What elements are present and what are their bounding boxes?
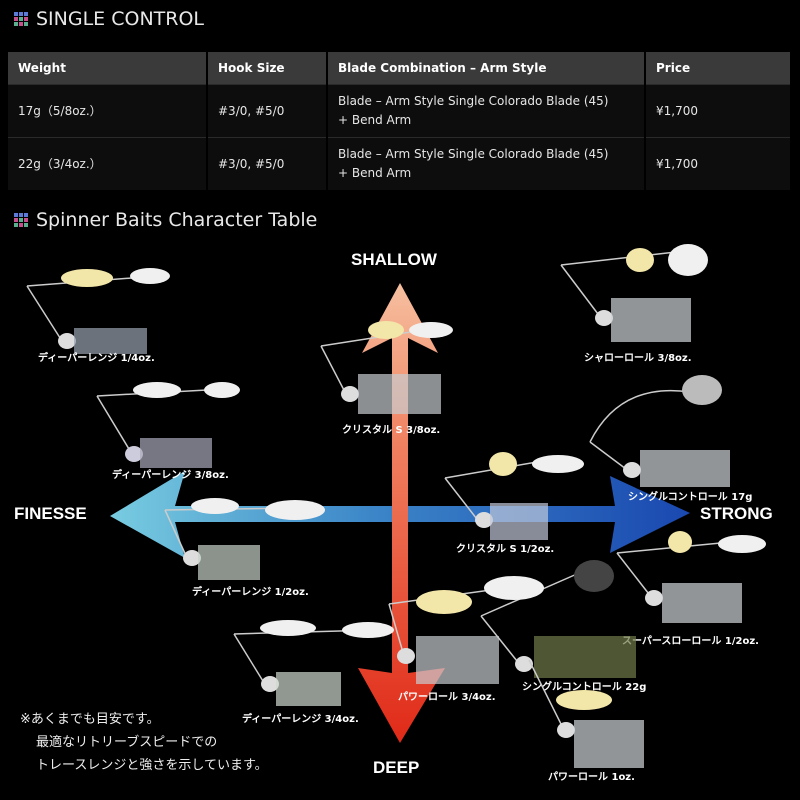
cell-hook: #3/0, #5/0 [207, 137, 328, 190]
axis-label-finesse: FINESSE [14, 504, 87, 523]
spinnerbait-image [233, 620, 394, 706]
lure-label: シャローロール 3/8oz. [584, 353, 692, 364]
lure-label: クリスタル S 1/2oz. [456, 544, 555, 555]
spec-table: Weight Hook Size Blade Combination – Arm… [8, 52, 792, 190]
lure-label: スーパースローロール 1/2oz. [622, 636, 759, 647]
blade-line1: Blade – Arm Style Single Colorado Blade … [338, 94, 609, 108]
lure-label: ディーパーレンジ 3/4oz. [242, 714, 359, 725]
table-header-row: Weight Hook Size Blade Combination – Arm… [8, 52, 792, 85]
blade-line2: + Bend Arm [338, 113, 412, 127]
spinnerbait-image [388, 576, 544, 684]
axis-label-shallow: SHALLOW [351, 250, 437, 269]
spinnerbait-image [616, 531, 766, 623]
note-line: 最適なリトリーブスピードでの [36, 735, 218, 750]
section-title: Spinner Baits Character Table [36, 209, 318, 231]
spinnerbait-image [589, 375, 730, 487]
lure-label: ディーパーレンジ 3/8oz. [112, 470, 229, 481]
note-line: ※あくまでも目安です。 [20, 712, 160, 727]
chart-note: ※あくまでも目安です。 最適なリトリーブスピードでの トレースレンジと強さを示し… [20, 708, 268, 777]
spinnerbait-image [560, 244, 708, 342]
grid-dots-icon [14, 213, 28, 227]
note-line: トレースレンジと強さを示しています。 [36, 758, 268, 773]
cell-hook: #3/0, #5/0 [207, 84, 328, 138]
spinnerbait-image [320, 321, 453, 414]
lure-label: クリスタル S 3/8oz. [342, 425, 441, 436]
lure-label: シングルコントロール 17g [628, 492, 753, 503]
column-header-blade: Blade Combination – Arm Style [327, 52, 646, 85]
cell-weight: 17g（5/8oz.） [8, 84, 208, 138]
lure-label: パワーロール 1oz. [548, 772, 635, 783]
spinnerbait-image [96, 382, 240, 468]
section-header-single-control: SINGLE CONTROL [14, 8, 204, 30]
spinnerbait-image [26, 268, 170, 354]
cell-blade: Blade – Arm Style Single Colorado Blade … [327, 137, 646, 190]
section-header-character-table: Spinner Baits Character Table [14, 209, 317, 231]
table-row: 17g（5/8oz.） #3/0, #5/0 Blade – Arm Style… [8, 84, 792, 138]
cell-price: ¥1,700 [645, 84, 792, 138]
chart-arrows [110, 283, 690, 743]
lure-label: ディーパーレンジ 1/2oz. [192, 587, 309, 598]
column-header-price: Price [645, 52, 792, 85]
axis-label-deep: DEEP [373, 758, 420, 777]
spinnerbait-image [480, 560, 636, 678]
spinnerbait-image [444, 452, 584, 540]
cell-price: ¥1,700 [645, 137, 792, 190]
spinnerbait-image [164, 498, 325, 580]
lure-label: パワーロール 3/4oz. [398, 692, 496, 703]
column-header-hook-size: Hook Size [207, 52, 328, 85]
grid-dots-icon [14, 12, 28, 26]
column-header-weight: Weight [8, 52, 208, 85]
table-row: 22g（3/4oz.） #3/0, #5/0 Blade – Arm Style… [8, 137, 792, 190]
section-title: SINGLE CONTROL [36, 8, 205, 30]
spinnerbait-image [528, 659, 644, 768]
axis-label-strong: STRONG [700, 504, 773, 523]
vertical-arrow [358, 283, 445, 743]
blade-line1: Blade – Arm Style Single Colorado Blade … [338, 147, 609, 161]
character-chart: SHALLOW DEEP FINESSE STRONG ディーパーレンジ 1/4… [0, 238, 800, 800]
cell-weight: 22g（3/4oz.） [8, 137, 208, 190]
cell-blade: Blade – Arm Style Single Colorado Blade … [327, 84, 646, 138]
blade-line2: + Bend Arm [338, 166, 412, 180]
lure-label: シングルコントロール 22g [522, 682, 647, 693]
lure-label: ディーパーレンジ 1/4oz. [38, 353, 155, 364]
